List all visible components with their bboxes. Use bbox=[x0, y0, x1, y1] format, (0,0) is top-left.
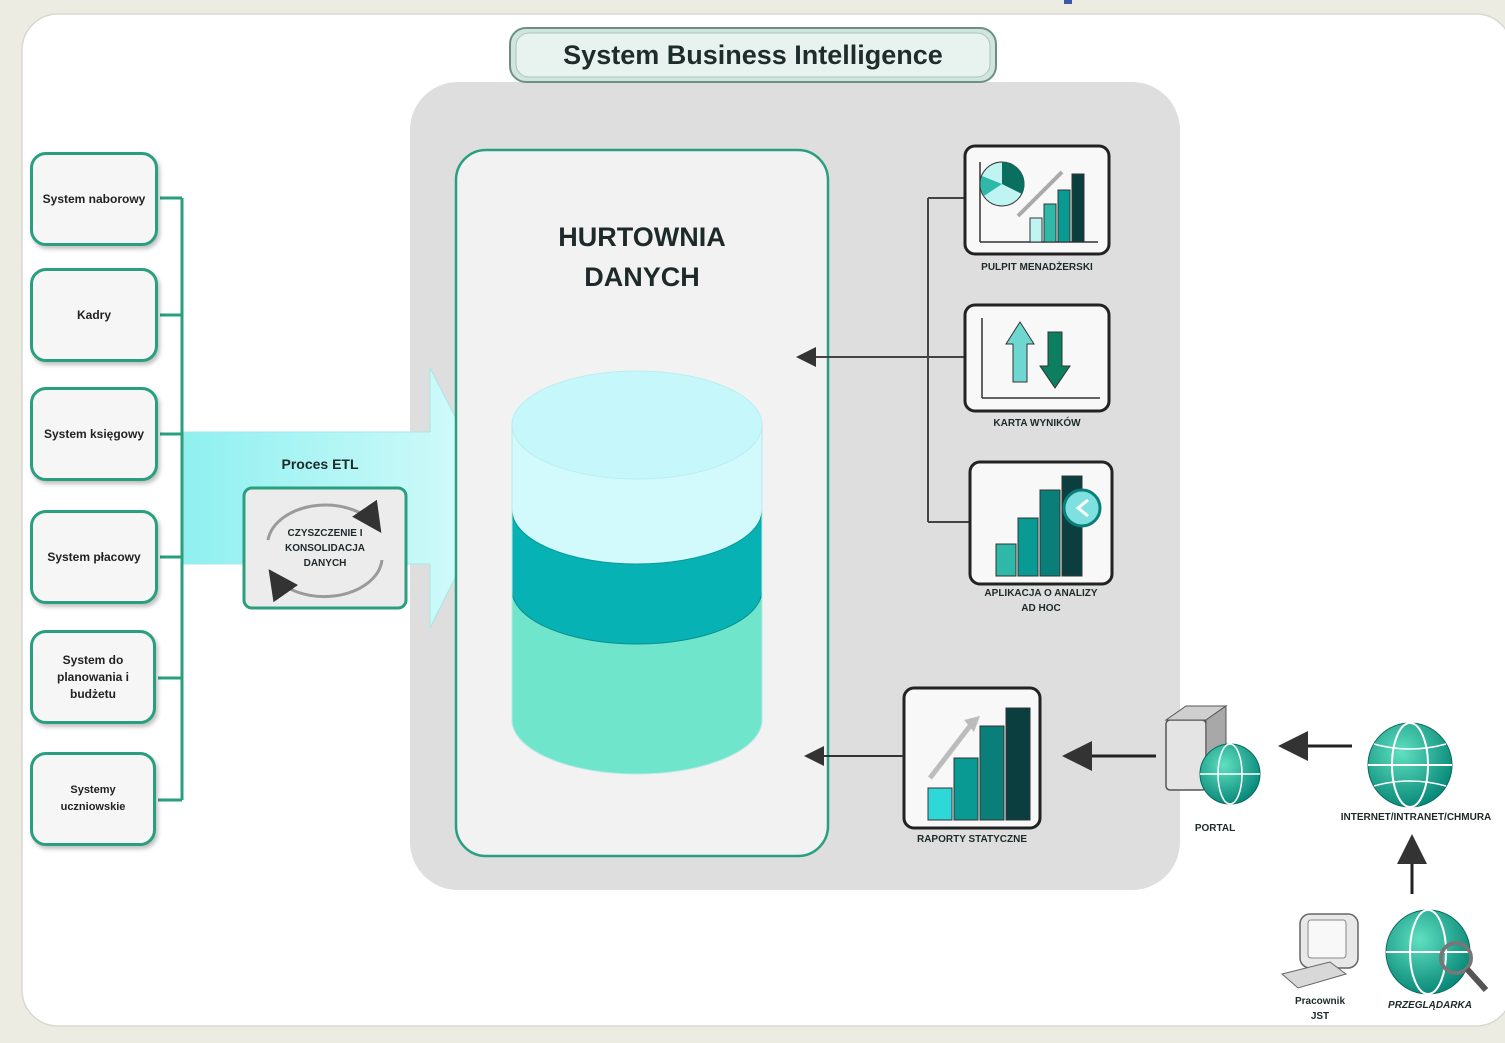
etl-step-line2: KONSOLIDACJA bbox=[284, 543, 365, 554]
adhoc-label-line2: AD HOC bbox=[1021, 603, 1061, 614]
adhoc-tile bbox=[968, 460, 1114, 586]
source-systemy-uczniowskie: Systemy uczniowskie bbox=[30, 752, 156, 846]
worker-label-line1: Pracownik bbox=[1294, 996, 1346, 1007]
etl-step-line3: DANYCH bbox=[303, 558, 347, 569]
source-system-placowy: System płacowy bbox=[30, 510, 158, 604]
internet-globe-icon bbox=[1367, 722, 1453, 808]
warehouse-title-line1: HURTOWNIA bbox=[558, 222, 726, 252]
portal-label: PORTAL bbox=[1194, 823, 1236, 834]
source-system-naborowy: System naborowy bbox=[30, 152, 158, 246]
portal-server-icon bbox=[1164, 705, 1261, 805]
scorecard-tile bbox=[963, 303, 1111, 413]
page-title: System Business Intelligence bbox=[563, 40, 943, 70]
internet-label: INTERNET/INTRANET/CHMURA bbox=[1340, 812, 1492, 823]
worker-computer-icon bbox=[1280, 913, 1359, 989]
reports-label: RAPORTY STATYCZNE bbox=[916, 834, 1027, 845]
adhoc-label-line1: APLIKACJA O ANALIZY bbox=[984, 588, 1098, 599]
source-planowanie-budzet: System do planowania i budżetu bbox=[30, 630, 156, 724]
cycle-arrow-bottom bbox=[268, 559, 384, 603]
browser-label: PRZEGLĄDARKA bbox=[1388, 1000, 1472, 1011]
source-system-ksiegowy: System księgowy bbox=[30, 387, 158, 481]
etl-title: Proces ETL bbox=[281, 456, 359, 472]
browser-globe-icon bbox=[1385, 909, 1489, 995]
tool-connectors bbox=[796, 197, 970, 523]
etl-step-line1: CZYSZCZENIE I bbox=[287, 528, 363, 539]
warehouse-title-line2: DANYCH bbox=[584, 262, 700, 292]
scorecard-label: KARTA WYNIKÓW bbox=[993, 418, 1081, 429]
cycle-arrow-top bbox=[266, 499, 382, 541]
source-bracket bbox=[158, 196, 184, 802]
reports-tile bbox=[902, 686, 1042, 830]
database-cylinder bbox=[511, 370, 763, 775]
dashboard-label: PULPIT MENADŻERSKI bbox=[981, 262, 1093, 273]
worker-label-line2: JST bbox=[1310, 1011, 1330, 1022]
dashboard-tile bbox=[963, 144, 1111, 256]
source-kadry: Kadry bbox=[30, 268, 158, 362]
